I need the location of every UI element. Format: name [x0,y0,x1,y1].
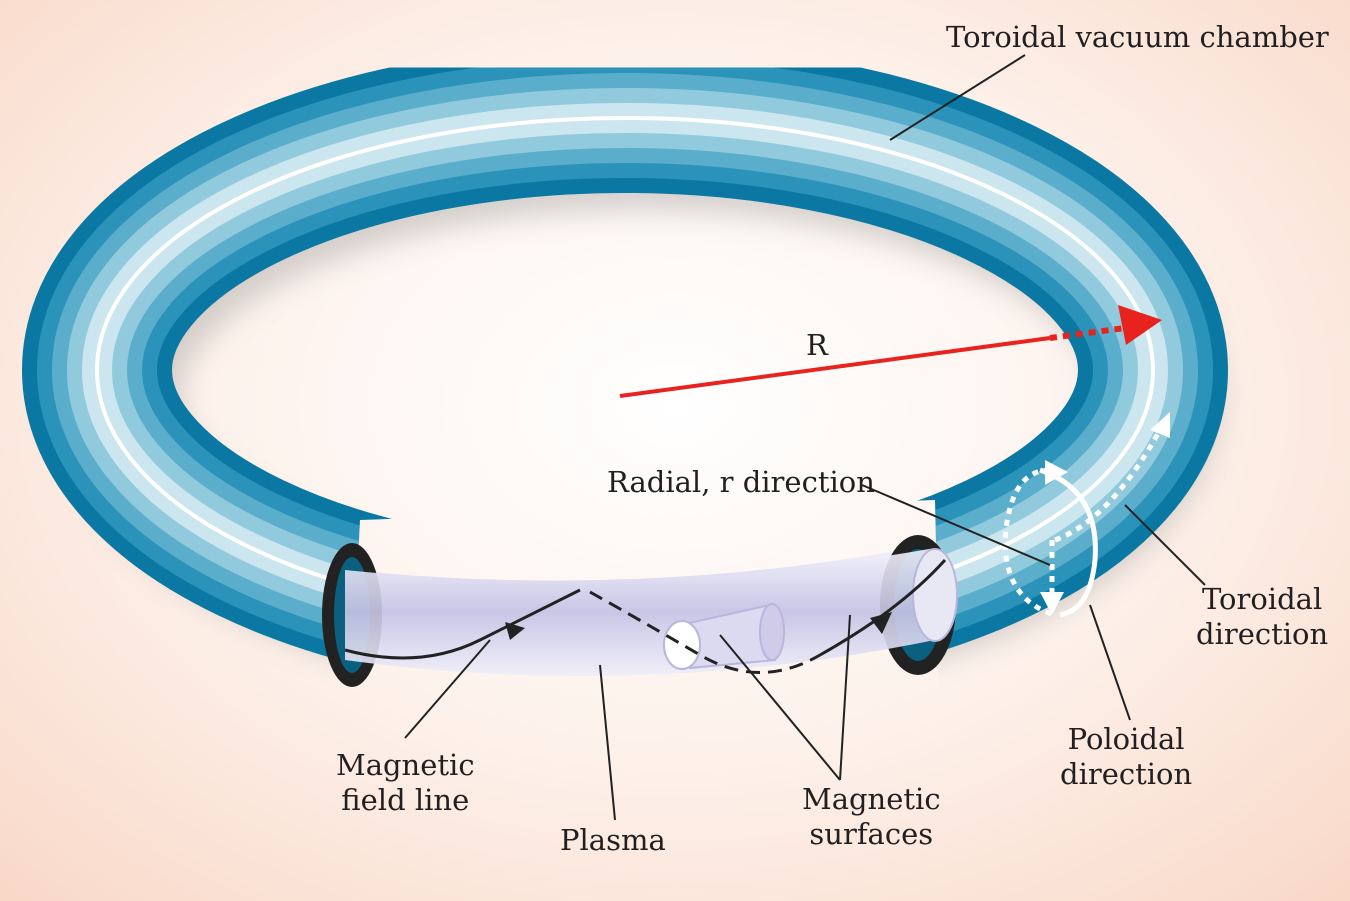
label-plasma: Plasma [560,823,666,857]
magnetic-field-line [344,558,947,674]
label-poloidal-line1: Poloidal [1067,722,1185,756]
label-radial-direction: Radial, r direction [607,465,875,499]
label-toroidal-line2: direction [1196,617,1329,651]
label-major-radius: R [806,328,828,362]
label-surfaces-line1: Magnetic [802,782,941,816]
label-field-line2: field line [341,783,470,817]
label-field-line1: Magnetic [336,748,475,782]
plasma-tube [322,535,958,687]
major-radius-arrow [619,305,1162,398]
label-toroidal-vacuum-chamber: Toroidal vacuum chamber [946,20,1329,54]
leader-lines [404,54,1206,821]
direction-arrows [1002,412,1170,618]
magnetic-surfaces [663,603,785,670]
label-toroidal-line1: Toroidal [1201,582,1323,616]
label-surfaces-line2: surfaces [809,817,934,851]
label-poloidal-line2: direction [1060,757,1193,791]
